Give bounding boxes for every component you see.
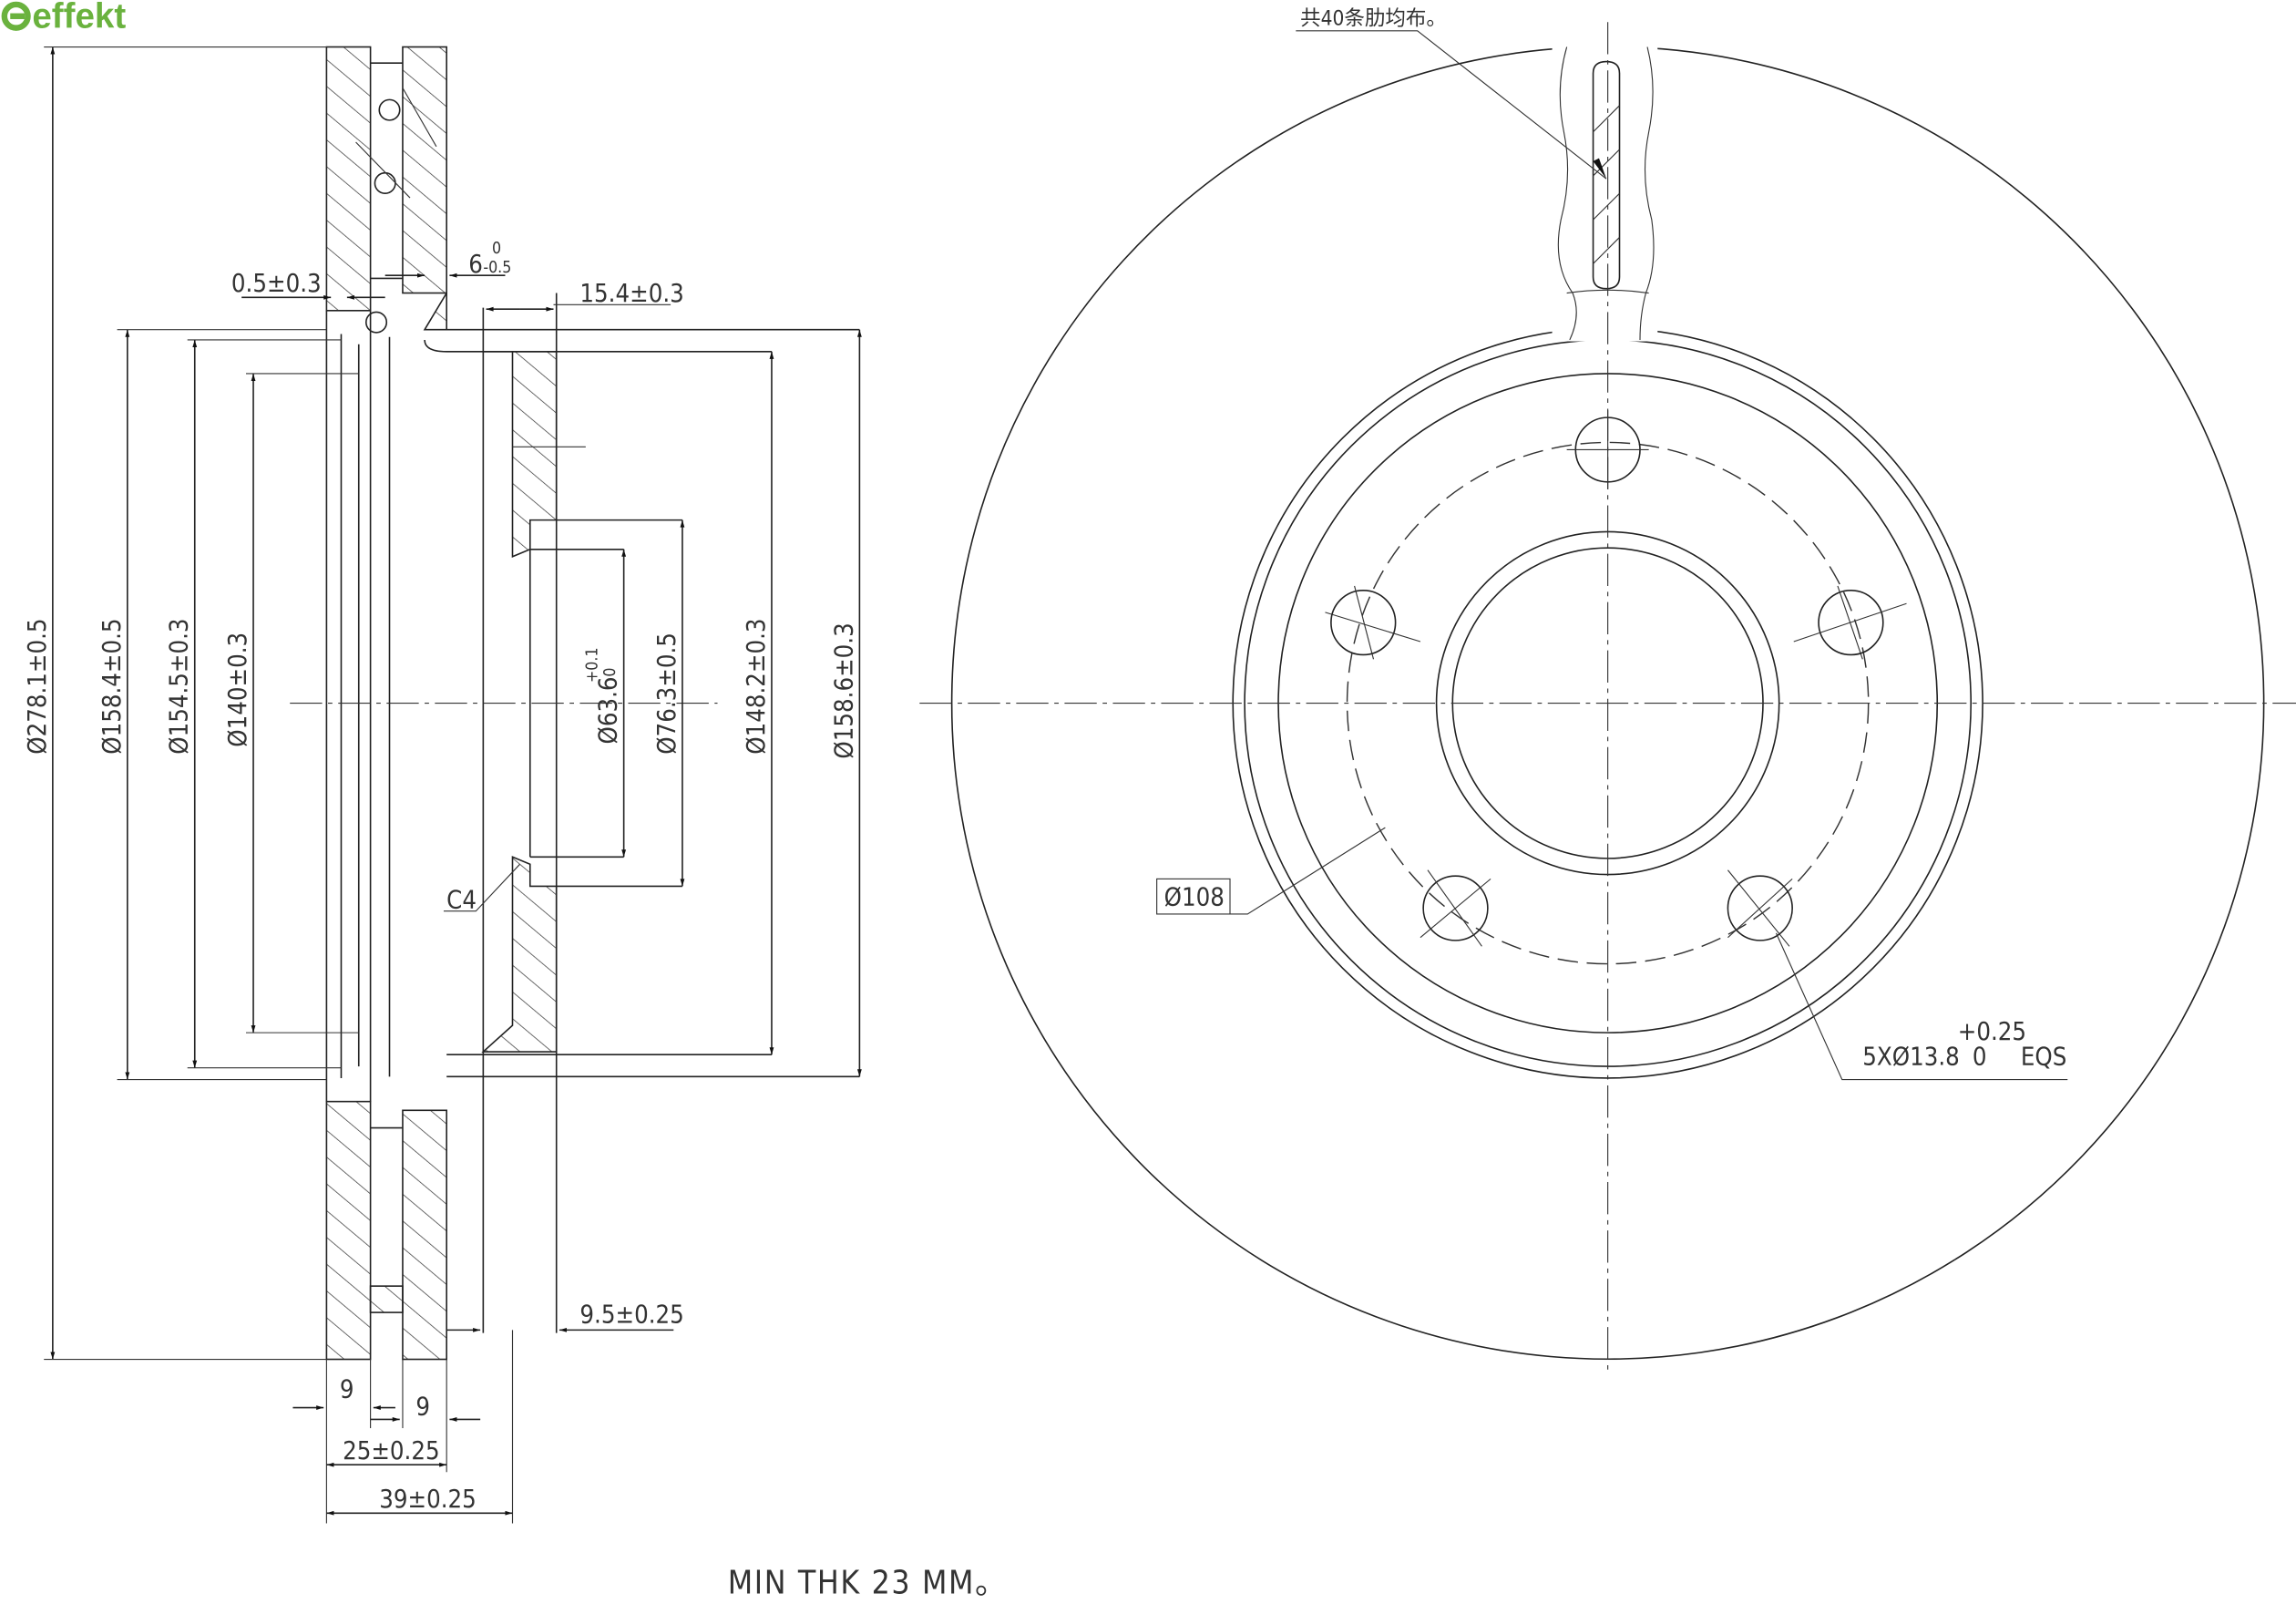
dim-9-left: 9 [340, 1375, 354, 1404]
dim-9-5: 9.5±0.25 [579, 1301, 683, 1329]
left-plate-top [325, 46, 372, 312]
left-plate-bottom [325, 1100, 372, 1361]
pcd-box [1156, 878, 1231, 915]
dim-d63-6-tol-upper: +0.1 [584, 647, 602, 683]
rib-count-note: 共40条肋均布。 [1300, 6, 1447, 30]
section-view: Ø278.1±0.5 Ø158.4±0.5 Ø154.5±0.3 Ø140±0.… [24, 46, 862, 1524]
dim-15-4: 15.4±0.3 [579, 280, 683, 308]
min-thickness-note: MIN THK 23 MM。 [728, 1565, 1009, 1602]
right-plate-top [402, 46, 447, 294]
hat-wall-top [483, 351, 558, 559]
dim-6: 6 [468, 251, 483, 279]
hat-wall-bottom [481, 856, 558, 1053]
holes-tol-upper: +0.25 [1958, 1018, 2026, 1046]
dim-39: 39±0.25 [379, 1486, 477, 1514]
logo-text: effekt [32, 0, 126, 36]
front-view: 共40条肋均布。 Ø108 5XØ13.8 +0.25 0 EQS [919, 6, 2296, 1370]
dim-0-5: 0.5±0.3 [231, 270, 322, 298]
effekt-logo: effekt [1, 0, 126, 36]
dim-9-right: 9 [415, 1393, 430, 1422]
dim-d63-6: Ø63.6 [595, 676, 623, 744]
dim-d140: Ø140±0.3 [224, 632, 252, 747]
dim-d76-3: Ø76.3±0.5 [653, 632, 682, 755]
dim-d63-6-tol-lower: 0 [601, 667, 620, 676]
dim-d154-5: Ø154.5±0.3 [166, 618, 194, 754]
dim-d148-2: Ø148.2±0.3 [743, 618, 771, 754]
dim-d158-6: Ø158.6±0.3 [830, 622, 858, 758]
outer-edge [950, 46, 2265, 1361]
dim-6-tol-upper: 0 [492, 240, 501, 258]
dim-c4: C4 [446, 887, 477, 915]
holes-eqs: EQS [2021, 1043, 2066, 1071]
bolt-holes [1325, 410, 1907, 947]
right-plate-bottom [402, 1109, 447, 1361]
holes-tol-lower: 0 [1973, 1043, 1987, 1071]
dim-d278: Ø278.1±0.5 [24, 618, 52, 754]
dim-6-tol-lower: -0.5 [483, 259, 511, 277]
dim-25: 25±0.25 [343, 1437, 440, 1465]
dim-d158-4: Ø158.4±0.5 [98, 618, 127, 754]
holes-label: 5XØ13.8 [1862, 1043, 1960, 1071]
pcd-label: Ø108 [1164, 883, 1225, 911]
